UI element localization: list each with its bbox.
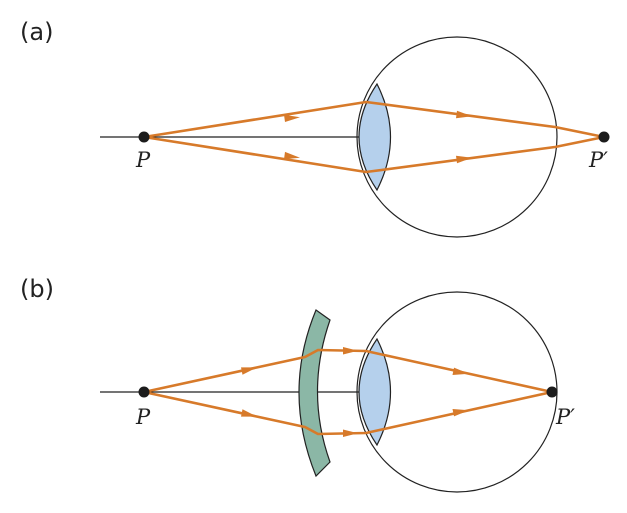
- panel-b-upper-ray-arrow-2: [343, 347, 358, 355]
- panel-a-image-label: P′: [588, 148, 608, 172]
- panel-b: (b) P P′: [20, 275, 575, 493]
- panel-a-eye-lens: [358, 82, 391, 192]
- panel-b-eye-lens: [358, 337, 391, 447]
- panel-a-lower-ray-arrow-2: [456, 155, 472, 164]
- panel-b-lower-ray-arrow-2: [343, 429, 358, 437]
- panel-a-upper-ray-arrow-1: [284, 114, 300, 122]
- panel-a-lower-ray-arrow-1: [284, 151, 300, 160]
- panel-b-label: (b): [20, 275, 54, 303]
- panel-a-object-label: P: [135, 148, 151, 172]
- panel-b-upper-ray: [143, 348, 553, 394]
- panel-a: (a) P P′: [20, 18, 610, 238]
- panel-b-corrective-lens: [298, 309, 331, 478]
- panel-b-image-point: [546, 386, 558, 398]
- panel-b-upper-ray-arrow-1: [241, 367, 257, 375]
- panel-b-object-label: P: [135, 405, 151, 429]
- panel-b-lower-ray: [143, 390, 553, 436]
- panel-a-upper-ray-arrow-2: [456, 110, 472, 119]
- panel-a-image-point: [598, 131, 610, 143]
- panel-a-object-point: [138, 131, 150, 143]
- panel-b-lower-ray-arrow-3: [452, 409, 469, 417]
- panel-b-lower-ray-arrow-1: [241, 409, 257, 417]
- panel-b-object-point: [138, 386, 150, 398]
- panel-b-image-label: P′: [555, 405, 575, 429]
- panel-a-label: (a): [20, 18, 53, 46]
- panel-b-upper-ray-arrow-3: [452, 367, 469, 375]
